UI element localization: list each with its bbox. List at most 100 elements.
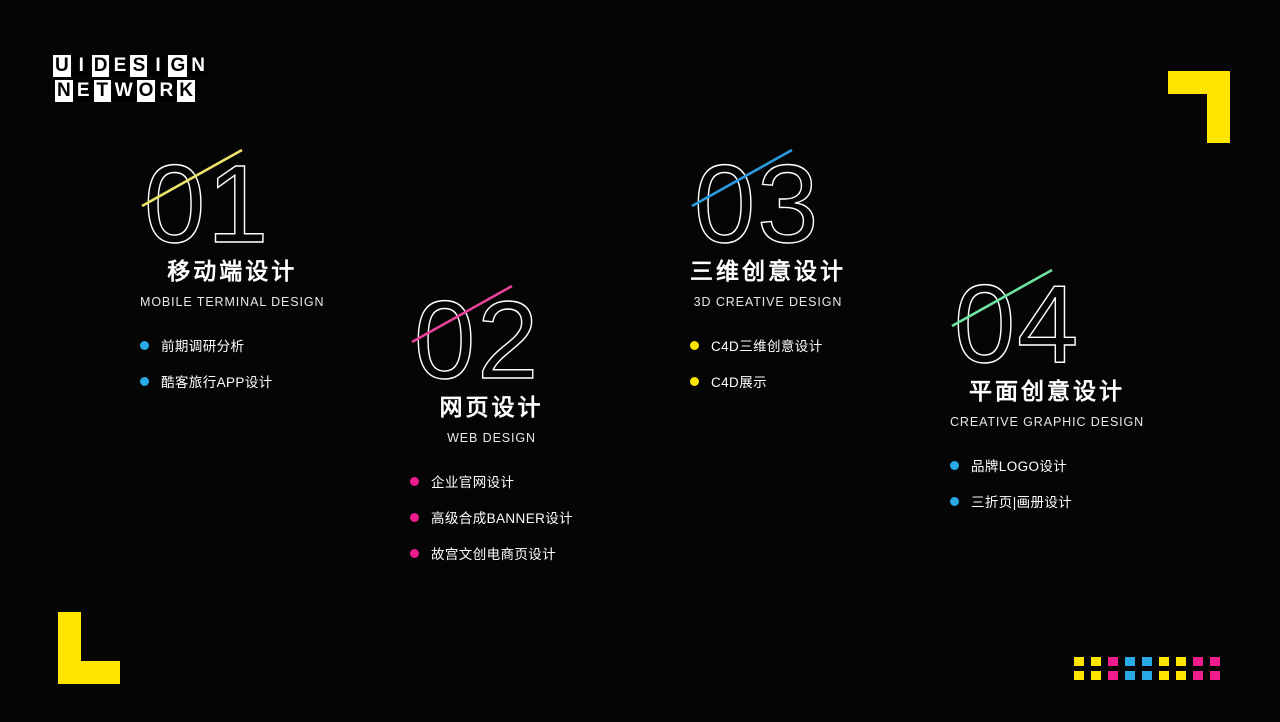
bullet-dot-icon <box>950 496 959 506</box>
dot-grid-cell <box>1125 671 1135 680</box>
logo-letter: R <box>157 80 176 102</box>
dot-grid-cell <box>1108 671 1118 680</box>
logo-letter: U <box>53 55 71 77</box>
list-item[interactable]: 高级合成BANNER设计 <box>410 507 573 527</box>
list-item[interactable]: 酷客旅行APP设计 <box>140 371 324 391</box>
dot-grid-cell <box>1176 671 1186 680</box>
bullet-label: 企业官网设计 <box>431 475 515 490</box>
bullet-label: 高级合成BANNER设计 <box>431 511 574 526</box>
dot-grid-cell <box>1074 671 1084 680</box>
dot-grid-cell <box>1091 671 1101 680</box>
bullet-label: C4D展示 <box>711 375 768 390</box>
logo-letter: O <box>136 80 156 102</box>
bullet-dot-icon <box>950 460 959 470</box>
bullet-dot-icon <box>690 376 699 386</box>
dot-grid-cell <box>1210 657 1220 666</box>
dot-grid-cell <box>1108 657 1118 666</box>
bullet-label: 前期调研分析 <box>161 339 245 354</box>
section-accent-slash <box>141 148 243 208</box>
logo-letter: I <box>149 55 167 77</box>
logo-letter: D <box>91 55 110 77</box>
top-right-corner-bracket <box>1168 71 1230 143</box>
section-accent-slash <box>951 268 1053 328</box>
bullet-label: C4D三维创意设计 <box>711 339 823 354</box>
dot-grid-cell <box>1159 657 1169 666</box>
section-accent-slash <box>411 284 513 344</box>
logo-letter: E <box>74 80 92 102</box>
section-number-text: 02 <box>414 279 540 402</box>
dot-grid-cell <box>1193 671 1203 680</box>
section-number-block: 04 <box>950 262 1144 387</box>
section-number-outline: 04 <box>953 262 1079 386</box>
logo-letter: E <box>111 55 129 77</box>
section-accent-slash <box>691 148 793 208</box>
bullet-dot-icon <box>690 340 699 350</box>
section-title: 平面创意设计 <box>969 378 1126 404</box>
section-bullet-list: 品牌LOGO设计三折页|画册设计 <box>950 455 1144 511</box>
dot-grid-row <box>1074 657 1220 666</box>
bullet-label: 酷客旅行APP设计 <box>161 375 273 390</box>
section-subtitle: CREATIVE GRAPHIC DESIGN <box>950 415 1145 429</box>
bullet-dot-icon <box>410 476 419 486</box>
logo-letter: K <box>177 80 195 102</box>
section-bullet-list: 前期调研分析酷客旅行APP设计 <box>140 335 324 391</box>
dot-grid-cell <box>1125 657 1135 666</box>
logo-letter: T <box>93 80 111 102</box>
section-title: 网页设计 <box>439 394 544 420</box>
section-number-block: 03 <box>690 142 846 267</box>
dot-grid-cell <box>1193 657 1203 666</box>
bullet-label: 故宫文创电商页设计 <box>431 547 557 562</box>
section-number-block: 02 <box>410 278 573 403</box>
section-number-outline: 03 <box>693 142 819 266</box>
list-item[interactable]: C4D展示 <box>690 371 846 391</box>
dot-grid-cell <box>1159 671 1169 680</box>
dot-grid-cell <box>1210 671 1220 680</box>
logo-letter: W <box>112 80 135 102</box>
section-title: 三维创意设计 <box>690 258 846 284</box>
logo-letter: N <box>55 80 73 102</box>
dot-grid-cell <box>1074 657 1084 666</box>
section-subtitle: WEB DESIGN <box>447 431 536 445</box>
list-item[interactable]: 企业官网设计 <box>410 471 573 491</box>
bottom-left-corner-bracket <box>58 612 120 684</box>
list-item[interactable]: 品牌LOGO设计 <box>950 455 1144 475</box>
section-number-text: 04 <box>954 263 1080 386</box>
section-title: 移动端设计 <box>167 258 298 284</box>
list-item[interactable]: C4D三维创意设计 <box>690 335 846 355</box>
bullet-dot-icon <box>140 340 149 350</box>
section-number-text: 03 <box>694 143 820 266</box>
list-item[interactable]: 前期调研分析 <box>140 335 324 355</box>
logo-letter: S <box>130 55 148 77</box>
list-item[interactable]: 三折页|画册设计 <box>950 491 1144 511</box>
logo-letter: G <box>168 55 188 77</box>
section-subtitle: MOBILE TERMINAL DESIGN <box>140 295 325 309</box>
section-bullet-list: 企业官网设计高级合成BANNER设计故宫文创电商页设计 <box>410 471 573 563</box>
bullet-label: 三折页|画册设计 <box>971 495 1073 510</box>
section-bullet-list: C4D三维创意设计 C4D展示 <box>690 335 846 391</box>
section-number-text: 01 <box>144 143 270 266</box>
section-number-outline: 02 <box>413 278 539 402</box>
section-number-outline: 01 <box>143 142 269 266</box>
logo-letter: I <box>72 55 90 77</box>
list-item[interactable]: 故宫文创电商页设计 <box>410 543 573 563</box>
dot-grid-cell <box>1142 671 1152 680</box>
decorative-dot-grid <box>1074 657 1220 680</box>
dot-grid-cell <box>1142 657 1152 666</box>
logo-letter: N <box>189 55 207 77</box>
bullet-dot-icon <box>140 376 149 386</box>
bullet-dot-icon <box>410 548 419 558</box>
dot-grid-cell <box>1176 657 1186 666</box>
section-subtitle: 3D CREATIVE DESIGN <box>693 295 843 309</box>
dot-grid-cell <box>1091 657 1101 666</box>
bullet-label: 品牌LOGO设计 <box>971 459 1068 474</box>
dot-grid-row <box>1074 671 1220 680</box>
section-number-block: 01 <box>140 142 324 267</box>
bullet-dot-icon <box>410 512 419 522</box>
